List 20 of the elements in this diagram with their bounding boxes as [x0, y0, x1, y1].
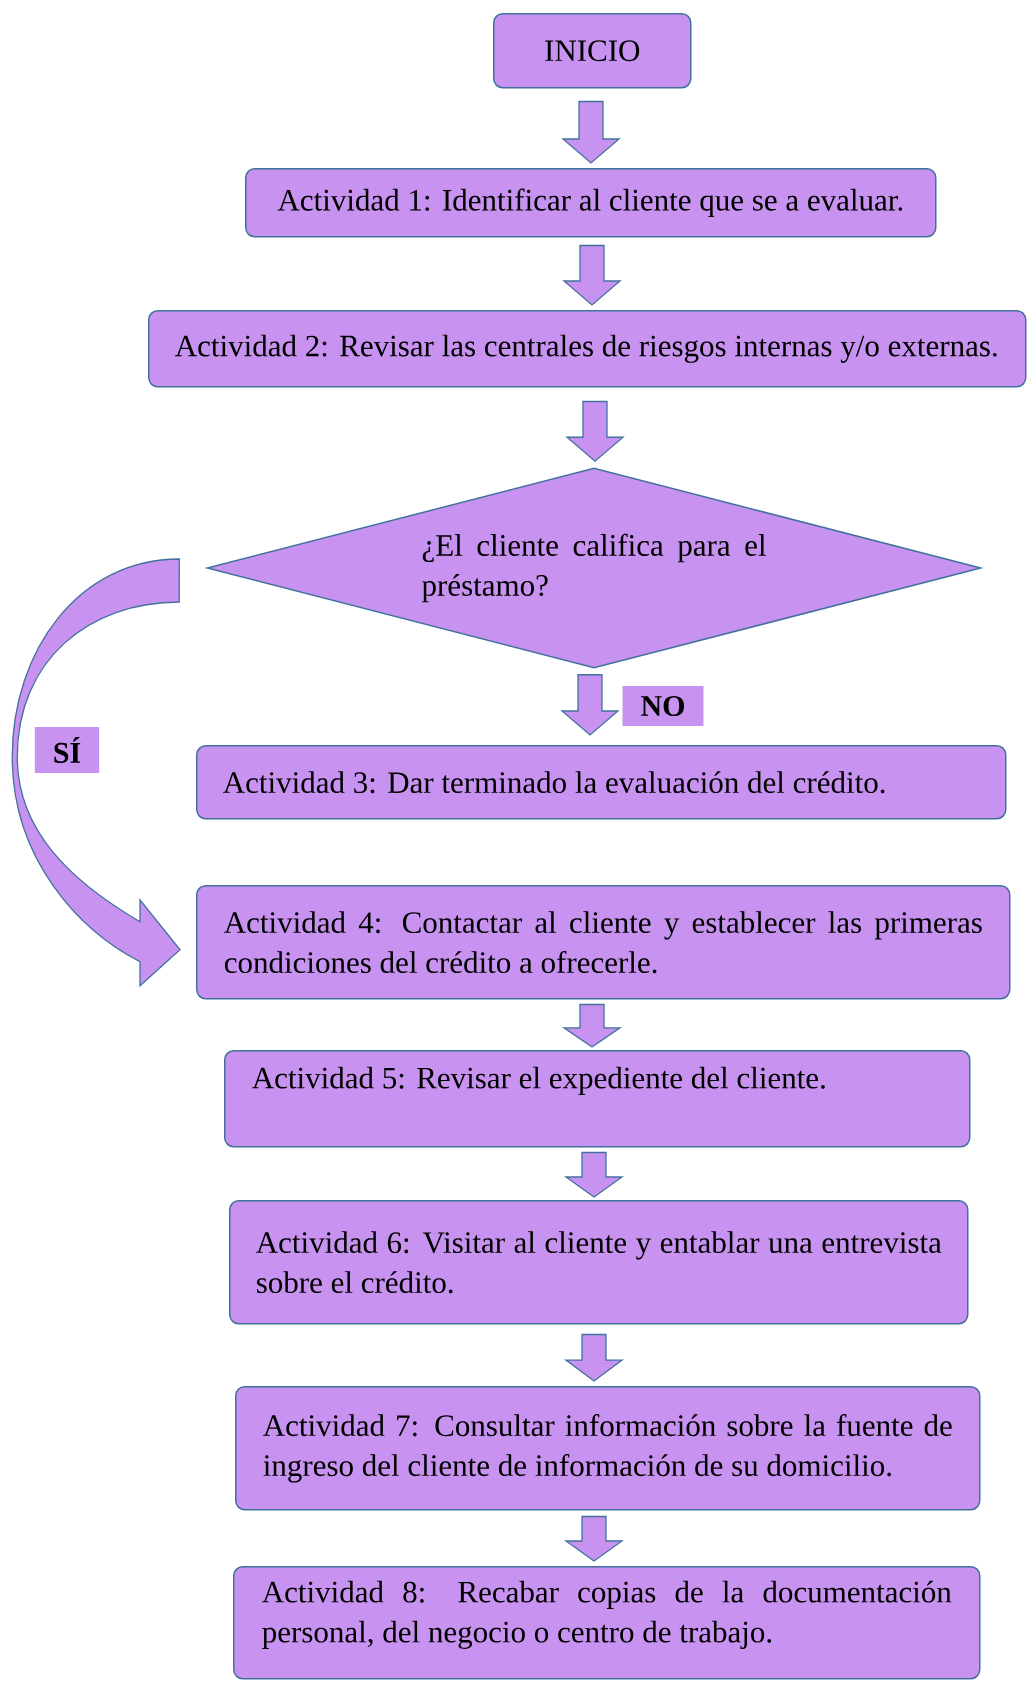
- process-box: Actividad 5: Revisar el expediente del cliente.: [224, 1050, 971, 1148]
- process-box: Actividad 2: Revisar las centrales de riesgos internas y/o externas.: [148, 310, 1027, 388]
- block-arrow: [564, 1333, 624, 1382]
- process-box: Actividad 1: Identificar al cliente que se a evaluar.: [245, 168, 937, 238]
- block-arrow: [563, 1515, 625, 1562]
- curved-block-arrow: [11, 558, 181, 987]
- edge-label: NO: [622, 685, 704, 727]
- block-arrow: [563, 1151, 625, 1198]
- process-box: Actividad 4: Contactar al cliente y establecer las primeras condiciones del crédito a ofrecerle.: [196, 885, 1011, 1000]
- process-box: Actividad 6: Visitar al cliente y entablar una entrevista sobre el crédito.: [229, 1200, 969, 1325]
- start-box: INICIO: [493, 13, 692, 89]
- block-arrow: [565, 400, 625, 463]
- block-arrow: [561, 100, 621, 164]
- block-arrow: [562, 244, 622, 306]
- process-box: Actividad 7: Consultar información sobre la fuente de ingreso del cliente de información de su domicilio.: [235, 1386, 981, 1511]
- process-box: Actividad 3: Dar terminado la evaluación del crédito.: [196, 745, 1007, 820]
- edge-label: SÍ: [34, 727, 100, 774]
- block-arrow: [561, 1003, 623, 1048]
- process-box: Actividad 8: Recabar copias de la documentación personal, del negocio o centro de trabajo.: [233, 1566, 981, 1680]
- block-arrow: [560, 674, 620, 736]
